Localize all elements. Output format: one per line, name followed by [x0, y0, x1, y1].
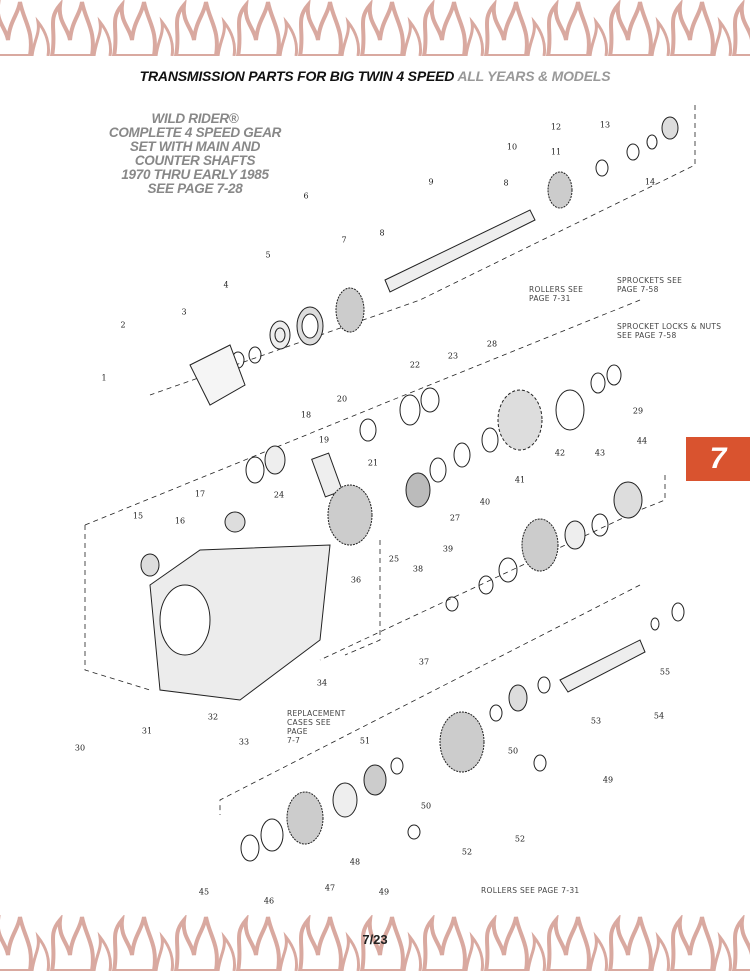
callout-number: 21	[367, 458, 379, 468]
callout-number: 34	[316, 678, 328, 688]
callout-number: 33	[238, 737, 250, 747]
callout-number: 23	[447, 351, 459, 361]
callout-number: 54	[653, 711, 665, 721]
callout-number: 2	[120, 320, 126, 330]
callout-number: 44	[636, 436, 648, 446]
callout-number: 10	[506, 142, 518, 152]
callout-number: 8	[503, 178, 509, 188]
callout-number: 15	[132, 511, 144, 521]
callout-number: 39	[442, 544, 454, 554]
callout-number: 22	[409, 360, 421, 370]
callout-number: 38	[412, 564, 424, 574]
flame-border-bottom	[0, 915, 750, 971]
callout-number: 51	[359, 736, 371, 746]
callout-number: 48	[349, 857, 361, 867]
callout-number: 32	[207, 712, 219, 722]
callout-number: 36	[350, 575, 362, 585]
page-number: 7/23	[362, 932, 388, 947]
callout-number: 47	[324, 883, 336, 893]
callout-number: 19	[318, 435, 330, 445]
callout-number: 49	[378, 887, 390, 897]
callout-number: 12	[550, 122, 562, 132]
callout-number: 5	[265, 250, 271, 260]
callout-number: 41	[514, 475, 526, 485]
callout-number: 52	[461, 847, 473, 857]
callout-number: 46	[263, 896, 275, 906]
callout-number: 50	[420, 801, 432, 811]
callout-number: 45	[198, 887, 210, 897]
flame-border-top	[0, 0, 750, 56]
callout-number: 3	[181, 307, 187, 317]
callout-number: 43	[594, 448, 606, 458]
page-title: TRANSMISSION PARTS FOR BIG TWIN 4 SPEED …	[139, 68, 611, 84]
callout-number: 31	[141, 726, 153, 736]
rollers-note-bottom: ROLLERS SEE PAGE 7-31	[481, 886, 580, 895]
callout-number: 40	[479, 497, 491, 507]
callout-number: 17	[194, 489, 206, 499]
callout-number: 37	[418, 657, 430, 667]
callout-number: 29	[632, 406, 644, 416]
callout-number: 6	[303, 191, 309, 201]
callout-number: 18	[300, 410, 312, 420]
callout-number: 16	[174, 516, 186, 526]
callout-number: 9	[428, 177, 434, 187]
callout-number: 24	[273, 490, 285, 500]
callout-number: 11	[550, 147, 562, 157]
callout-number: 8	[379, 228, 385, 238]
callout-number: 13	[599, 120, 611, 130]
callout-number: 50	[507, 746, 519, 756]
callout-number: 7	[341, 235, 347, 245]
callout-number: 4	[223, 280, 229, 290]
callout-number: 14	[644, 177, 656, 187]
callout-number: 28	[486, 339, 498, 349]
callout-number: 55	[659, 667, 671, 677]
callout-number: 49	[602, 775, 614, 785]
callout-number: 53	[590, 716, 602, 726]
callout-number: 42	[554, 448, 566, 458]
callout-number: 25	[388, 554, 400, 564]
callout-number: 27	[449, 513, 461, 523]
section-tab: 7	[686, 437, 750, 481]
callout-number: 30	[74, 743, 86, 753]
callout-number: 52	[514, 834, 526, 844]
callout-number: 20	[336, 394, 348, 404]
callout-number: 1	[101, 373, 107, 383]
